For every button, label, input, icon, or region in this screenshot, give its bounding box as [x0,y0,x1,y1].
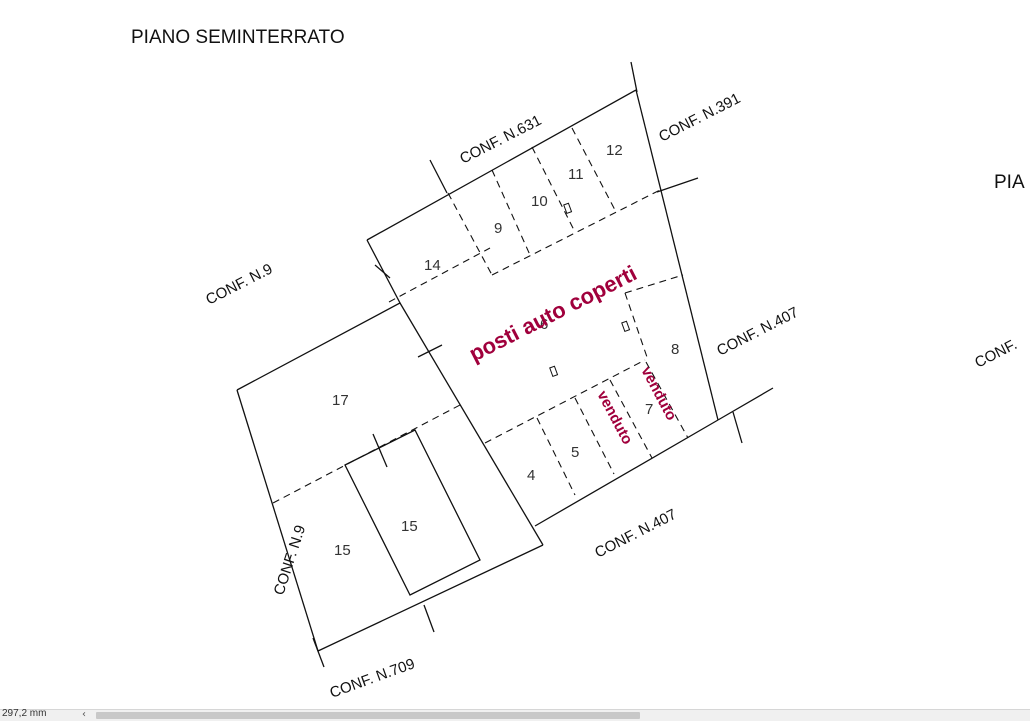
sold-annotation-2: venduto [637,364,679,423]
wing-left-wall [236,239,401,391]
unit-15-outer: 15 [334,542,351,559]
partial-right-title: PIA [994,172,1025,193]
unit-9: 9 [494,220,502,237]
label-conf-partial-right: CONF. [972,336,1020,372]
label-conf-9-vertical: CONF. N.9 [271,523,310,597]
unit-4: 4 [527,467,535,484]
label-conf-709: CONF. N.709 [328,655,418,701]
bottom-wall [317,544,544,652]
inner-diagonal-wall [399,302,544,546]
horizontal-scrollbar-thumb[interactable] [96,712,640,719]
right-wall [635,89,719,421]
label-conf-407-right: CONF. N.407 [714,304,801,360]
status-bar: 297,2 mm ‹ [0,708,1030,721]
unit-5: 5 [571,444,579,461]
unit-11: 11 [568,166,584,183]
label-conf-407-bottom: CONF. N.407 [592,506,679,562]
label-conf-391: CONF. N.391 [656,90,743,146]
boundary-ticks [312,61,774,668]
unit-15-block [344,429,481,596]
label-conf-9-left: CONF. N.9 [203,260,275,308]
chevron-left-icon[interactable]: ‹ [82,709,86,720]
unit-10: 10 [531,193,548,210]
covered-parking-annotation: posti auto coperti [465,260,641,366]
page-width-readout: 297,2 mm [2,708,47,719]
unit-12: 12 [606,142,623,159]
unit-7: 7 [645,401,653,418]
top-wall [366,89,637,241]
unit-15-inner: 15 [401,518,418,535]
outer-walls [236,89,719,652]
unit-8: 8 [671,341,679,358]
unit-14: 14 [424,257,441,274]
label-conf-631: CONF. N.631 [457,112,544,168]
page-title: PIANO SEMINTERRATO [131,27,345,48]
left-wall [236,389,319,652]
unit-17: 17 [332,392,349,409]
parking-dividers [272,127,689,504]
pillars [549,202,631,378]
sold-annotation-1: venduto [593,388,635,447]
unit-6: 6 [540,316,548,333]
